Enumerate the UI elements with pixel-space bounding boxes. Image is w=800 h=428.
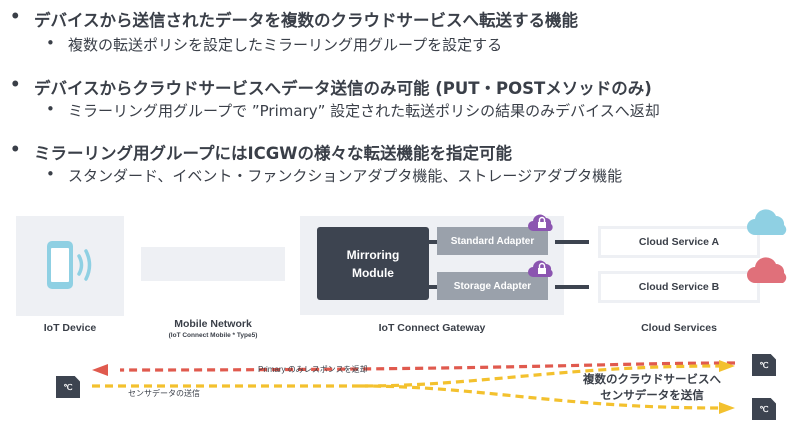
- iot-device-label: IoT Device: [43, 322, 97, 334]
- mirroring-line2: Module: [351, 265, 394, 280]
- connector-cloud-b: [555, 285, 589, 289]
- mobile-network-sublabel: (IoT Connect Mobile * Type5): [168, 332, 258, 339]
- connector-cloud-a: [555, 240, 589, 244]
- mobile-network-bar: [141, 247, 285, 281]
- multi-send-line2: センサデータを送信: [600, 390, 704, 403]
- connector-standard: [429, 240, 437, 244]
- cloud-services-label: Cloud Services: [641, 322, 717, 334]
- multi-send-text: 複数のクラウドサービスへ センサデータを送信: [582, 372, 722, 404]
- sub-bullet-1-text: 複数の転送ポリシを設定したミラーリング用グループを設定する: [68, 36, 503, 54]
- bullet-3-text: ミラーリング用グループにはICGWの様々な転送機能を指定可能: [34, 144, 513, 163]
- standard-adapter: Standard Adapter: [437, 227, 548, 255]
- sub-bullet-3-text: スタンダード、イベント・ファンクションアダプタ機能、ストレージアダプタ機能: [68, 167, 623, 185]
- sub-bullet-2-text: ミラーリング用グループで ”Primary” 設定された転送ポリシの結果のみデバ…: [68, 102, 660, 120]
- mirroring-line1: Mirroring: [346, 247, 400, 262]
- cloud-icon: [747, 209, 787, 235]
- cloud-service-b: Cloud Service B: [598, 271, 760, 303]
- data-flow-arrows: [92, 360, 736, 414]
- gateway-label: IoT Connect Gateway: [378, 322, 486, 334]
- bullet-1-text: デバイスから送信されたデータを複数のクラウドサービスへ転送する機能: [34, 11, 579, 30]
- mobile-network-label: Mobile Network: [174, 318, 252, 330]
- sensor-device: ℃: [752, 354, 776, 376]
- lock-cloud-icon: [528, 214, 553, 231]
- phone-icon: [47, 241, 92, 289]
- bullet-2-text: デバイスからクラウドサービスへデータ送信のみ可能 (PUT・POSTメソッドのみ…: [34, 79, 652, 98]
- cloud-service-a: Cloud Service A: [598, 226, 760, 258]
- sensor-device: ℃: [56, 376, 80, 398]
- multi-send-line1: 複数のクラウドサービスへ: [583, 374, 721, 386]
- primary-response-text: Primary のみレスポンスを返却: [258, 365, 368, 374]
- sensor-send-text: センサデータの送信: [128, 389, 200, 398]
- sensor-device: ℃: [752, 398, 776, 420]
- lock-cloud-icon: [528, 260, 553, 277]
- cloud-icon: [747, 257, 787, 283]
- storage-adapter: Storage Adapter: [437, 272, 548, 300]
- connector-storage: [429, 285, 437, 289]
